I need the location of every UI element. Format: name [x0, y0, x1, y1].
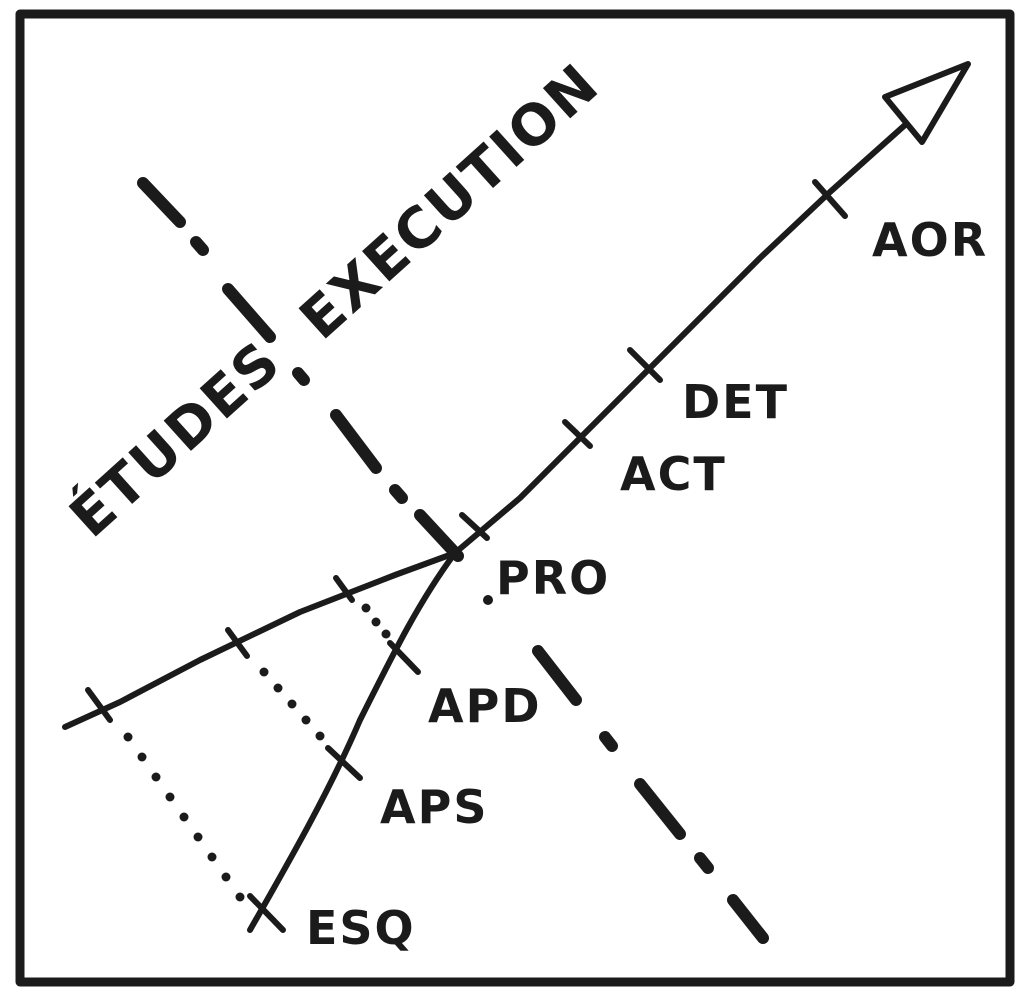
etudes-axis-lower	[247, 550, 458, 933]
pro-dot	[483, 595, 493, 605]
label-act: ACT	[620, 447, 727, 501]
dotted-connector-apd	[361, 603, 391, 639]
execution-axis	[452, 122, 908, 556]
label-det: DET	[682, 375, 789, 429]
label-execution: EXECUTION	[288, 51, 612, 352]
etudes-left-ticks	[85, 575, 355, 723]
label-apd: APD	[428, 679, 542, 733]
label-aps: APS	[380, 780, 488, 834]
etudes-lower-ticks	[247, 640, 421, 933]
dotted-connector-aps	[259, 667, 325, 741]
label-pro: PRO	[496, 551, 610, 605]
label-etudes: ÉTUDES	[57, 328, 294, 550]
execution-ticks	[459, 179, 848, 541]
arrow-head	[882, 61, 971, 145]
etudes-axis-left	[62, 550, 458, 730]
phase-separator-line	[137, 177, 769, 944]
dotted-connector-esq	[123, 732, 245, 902]
label-aor: AOR	[872, 213, 988, 267]
frame-border	[15, 9, 1015, 987]
label-esq: ESQ	[306, 901, 416, 955]
dotted-connectors	[123, 595, 493, 902]
